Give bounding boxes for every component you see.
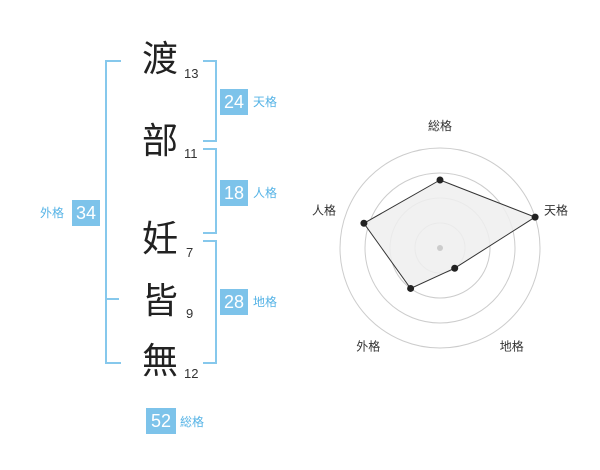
radar-point-4 [360,219,368,227]
radar-point-1 [531,213,539,221]
stroke-count-4: 9 [186,306,194,321]
name-char-4: 皆 [141,281,178,322]
radar-axis-label-3: 外格 [356,339,380,354]
radar-polygon [363,179,537,290]
name-char-2: 部 [141,121,178,162]
name-char-5: 無 [141,341,178,382]
chikaku-label: 地格 [253,295,278,309]
radar-axis-label-1: 天格 [544,202,568,217]
stroke-count-2: 11 [184,146,198,161]
chikaku-value: 28 [220,289,248,315]
name-char-3: 妊 [141,219,178,260]
radar-axis-label-2: 地格 [500,339,524,354]
tenkaku-bracket [203,60,217,142]
name-char-1: 渡 [141,39,178,80]
stroke-count-5: 12 [184,366,199,381]
soukaku-value: 52 [146,408,176,434]
radar-point-3 [407,284,415,292]
gaikaku-value: 34 [72,200,100,226]
jinkaku-bracket [203,148,217,234]
chikaku-bracket [203,240,217,364]
radar-axis-label-4: 人格 [312,202,336,217]
radar-point-0 [436,176,444,184]
stroke-count-3: 7 [186,245,194,260]
radar-axis-label-0: 総格 [428,118,452,133]
tenkaku-value: 24 [220,89,248,115]
stroke-count-1: 13 [184,66,199,81]
gaikaku-label: 外格 [40,206,65,220]
jinkaku-label: 人格 [253,186,278,200]
radar-point-2 [451,264,459,272]
jinkaku-value: 18 [220,180,248,206]
radar-center [437,245,443,251]
gaikaku-bracket [105,60,121,364]
soukaku-label: 総格 [180,415,205,429]
tenkaku-label: 天格 [253,95,278,109]
radar-ring-4 [339,147,541,349]
gaikaku-bracket-mid-tick [105,298,119,300]
radar-ring-3 [364,172,516,324]
